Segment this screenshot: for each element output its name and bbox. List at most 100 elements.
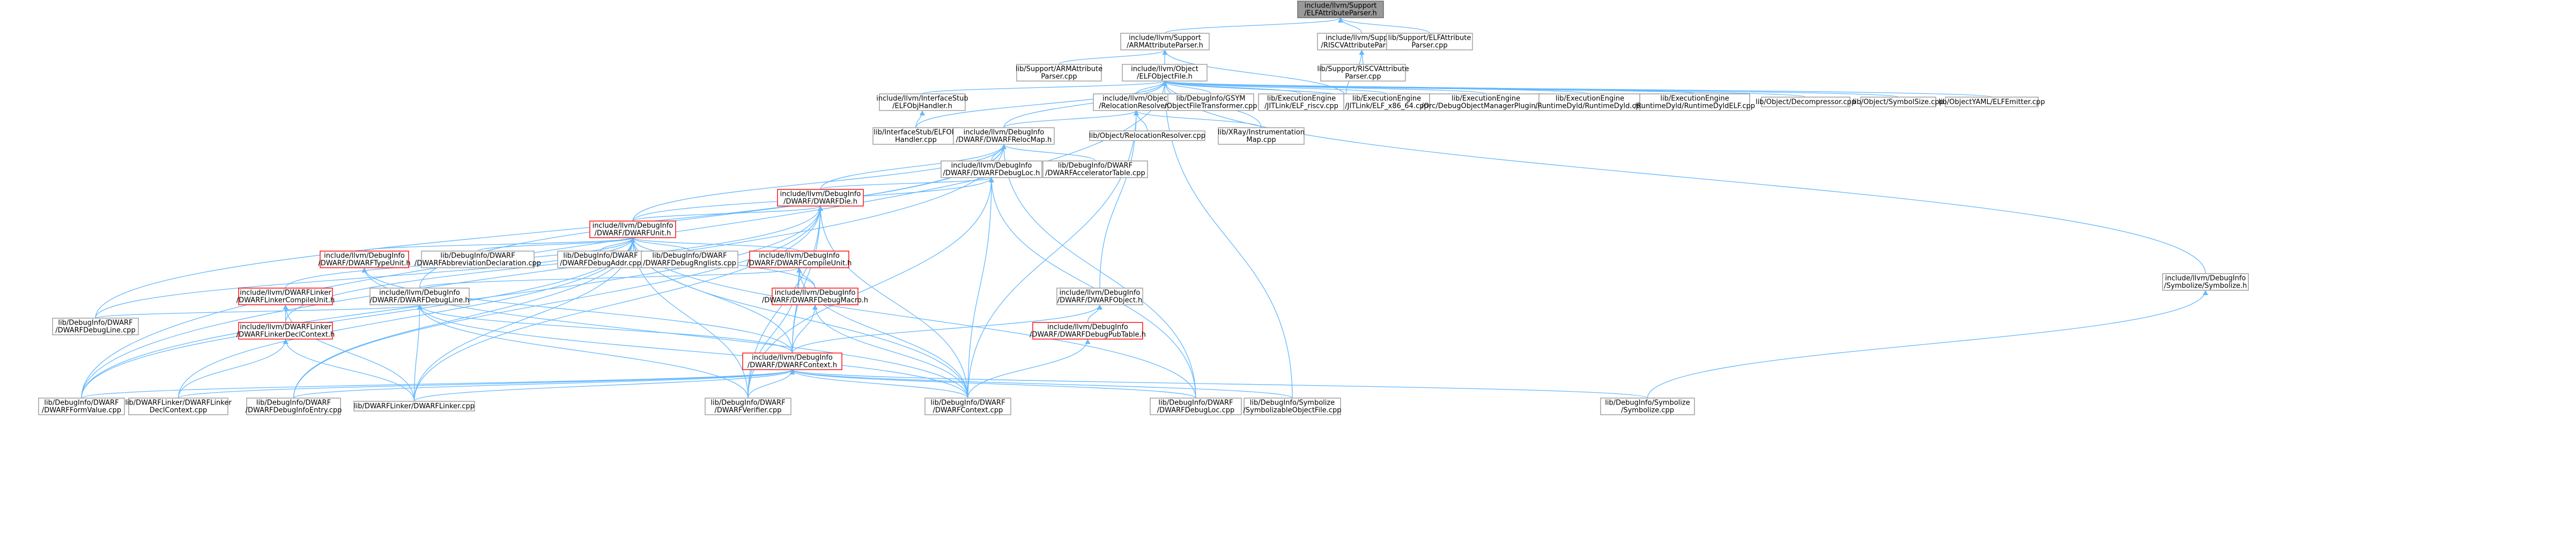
- node-label-line: lib/DebugInfo/DWARF: [256, 399, 331, 407]
- node-box: [557, 251, 644, 268]
- graph-node-root[interactable]: include/llvm/Support/ELFAttributeParser.…: [1297, 1, 1384, 18]
- graph-node-dinfoentry[interactable]: lib/DebugInfo/DWARF/DWARFDebugInfoEntry.…: [246, 398, 342, 415]
- graph-node-typeunit[interactable]: include/llvm/DebugInfo/DWARF/DWARFTypeUn…: [318, 251, 411, 268]
- graph-node-accel[interactable]: lib/DebugInfo/DWARF/DWARFAcceleratorTabl…: [1042, 160, 1148, 178]
- graph-node-symbolize_h[interactable]: include/llvm/DebugInfo/Symbolize/Symboli…: [2162, 273, 2249, 291]
- graph-node-dwobj[interactable]: include/llvm/DebugInfo/DWARF/DWARFObject…: [1056, 288, 1143, 305]
- graph-node-yaml[interactable]: lib/ObjectYAML/ELFEmitter.cpp: [1938, 97, 2045, 107]
- node-label-line: include/llvm/DWARFLinker: [240, 289, 331, 297]
- graph-node-aap[interactable]: include/llvm/Support/ARMAttributeParser.…: [1120, 33, 1210, 50]
- node-label-line: include/llvm/DebugInfo: [1060, 289, 1141, 297]
- node-label-line: lib/DebugInfo/DWARF: [710, 399, 785, 407]
- node-label-line: lib/DebugInfo/GSYM: [1176, 95, 1245, 103]
- node-box: [1761, 97, 1850, 107]
- graph-node-relres[interactable]: include/llvm/Object/RelocationResolver.h: [1093, 93, 1180, 111]
- edge-dwobj-ctx: [791, 304, 1100, 354]
- arrowhead-die-ldc: [818, 206, 823, 211]
- node-label-line: Parser.cpp: [1041, 73, 1077, 81]
- graph-node-debugloc_cpp[interactable]: lib/DebugInfo/DWARF/DWARFDebugLoc.cpp: [1150, 398, 1242, 415]
- graph-node-verifier[interactable]: lib/DebugInfo/DWARF/DWARFVerifier.cpp: [705, 398, 791, 415]
- edge-elfof-relocmap: [1003, 80, 1165, 128]
- graph-node-ldc_cpp[interactable]: lib/DWARFLinker/DWARFLinkerDeclContext.c…: [125, 398, 232, 415]
- edge-root-aap: [1164, 17, 1341, 34]
- graph-node-lcu[interactable]: include/llvm/DWARFLinker/DWARFLinkerComp…: [236, 288, 335, 305]
- edge-relocmap-unit: [632, 144, 1004, 222]
- arrowhead-ctx-symbolize_cpp: [789, 370, 795, 374]
- graph-node-macro[interactable]: include/llvm/DebugInfo/DWARF/DWARFDebugM…: [762, 288, 868, 305]
- graph-node-relocmap[interactable]: include/llvm/DebugInfo/DWARF/DWARFRelocM…: [953, 127, 1055, 145]
- node-label-line: lib/ExecutionEngine: [1352, 95, 1421, 103]
- node-label-line: /DWARF/DWARFRelocMap.h: [956, 136, 1052, 144]
- node-label-line: /ARMAttributeParser.h: [1127, 42, 1203, 50]
- arrowhead-ldc-linker_cpp: [283, 339, 288, 344]
- edge-dwobj-pubtable: [1087, 304, 1100, 323]
- graph-node-debugloc_h[interactable]: include/llvm/DebugInfo/DWARF/DWARFDebugL…: [941, 160, 1042, 178]
- graph-node-jit_x86[interactable]: lib/ExecutionEngine/JITLink/ELF_x86_64.c…: [1343, 93, 1430, 111]
- graph-node-pubtable[interactable]: include/llvm/DebugInfo/DWARF/DWARFDebugP…: [1030, 322, 1146, 340]
- graph-node-ldc[interactable]: include/llvm/DWARFLinker/DWARFLinkerDecl…: [236, 322, 335, 340]
- node-label-line: include/llvm/DebugInfo: [964, 129, 1045, 137]
- edge-ctx-ctx_cpp: [791, 369, 968, 399]
- node-box: [238, 288, 333, 305]
- graph-node-jit_riscv[interactable]: lib/ExecutionEngine/JITLink/ELF_riscv.cp…: [1258, 93, 1345, 111]
- graph-node-ifs[interactable]: include/llvm/InterfaceStub/ELFObjHandler…: [876, 93, 968, 111]
- edge-elfof-symbolize_h: [1164, 80, 2206, 274]
- graph-node-orc[interactable]: lib/ExecutionEngine/Orc/DebugObjectManag…: [1422, 93, 1551, 111]
- edge-unit-abbrev: [477, 237, 633, 252]
- edge-die-linker_cpp: [413, 205, 821, 402]
- edge-elfof-jit_x86: [1164, 80, 1387, 94]
- graph-node-debugline_cpp[interactable]: lib/DebugInfo/DWARF/DWARFDebugLine.cpp: [52, 318, 139, 335]
- node-box: [52, 318, 139, 335]
- graph-node-addr[interactable]: lib/DebugInfo/DWARF/DWARFDebugAddr.cpp: [557, 251, 644, 268]
- node-box: [1120, 33, 1210, 50]
- edge-elfof-ifs: [922, 80, 1165, 94]
- node-label-line: lib/DebugInfo/DWARF: [1058, 162, 1132, 170]
- node-label-line: lib/Support/RISCVAttribute: [1317, 65, 1409, 74]
- node-box: [1150, 398, 1242, 415]
- node-label-line: /DWARFVerifier.cpp: [715, 407, 782, 415]
- node-label-line: lib/ExecutionEngine: [1660, 95, 1729, 103]
- node-label-line: /DWARFAbbreviationDeclaration.cpp: [414, 260, 541, 268]
- graph-node-abbrev[interactable]: lib/DebugInfo/DWARF/DWARFAbbreviationDec…: [414, 251, 541, 268]
- node-box: [772, 288, 858, 305]
- graph-node-ctx_cpp[interactable]: lib/DebugInfo/DWARF/DWARFContext.cpp: [924, 398, 1011, 415]
- graph-node-unit[interactable]: include/llvm/DebugInfo/DWARF/DWARFUnit.h: [589, 221, 676, 238]
- edge-relres-ctx_cpp: [967, 110, 1137, 399]
- graph-node-decomp[interactable]: lib/Object/Decompressor.cpp: [1756, 97, 1856, 107]
- graph-node-ifs_cpp[interactable]: lib/InterfaceStub/ELFObjHandler.cpp: [872, 127, 959, 145]
- graph-node-cu[interactable]: include/llvm/DebugInfo/DWARF/DWARFCompil…: [747, 251, 852, 268]
- graph-node-elfap_cpp[interactable]: lib/Support/ELFAttributeParser.cpp: [1386, 33, 1473, 50]
- graph-node-ctx[interactable]: include/llvm/DebugInfo/DWARF/DWARFContex…: [742, 352, 842, 370]
- edge-aap-aap_cpp: [1058, 49, 1166, 65]
- node-label-line: /ELFObjHandler.h: [892, 102, 952, 111]
- graph-node-symsize[interactable]: lib/Object/SymbolSize.cpp: [1853, 97, 1944, 107]
- node-label-line: /DWARFLinkerCompileUnit.h: [236, 297, 335, 305]
- node-label-line: lib/Support/ARMAttribute: [1016, 65, 1102, 74]
- edge-unit-formvalue: [81, 237, 633, 399]
- node-label-line: lib/Object/Decompressor.cpp: [1756, 98, 1856, 106]
- graph-node-relres_cpp[interactable]: lib/Object/RelocationResolver.cpp: [1089, 130, 1205, 141]
- graph-node-die[interactable]: include/llvm/DebugInfo/DWARF/DWARFDie.h: [777, 189, 864, 207]
- graph-node-symbolize_cpp[interactable]: lib/DebugInfo/Symbolize/Symbolize.cpp: [1600, 398, 1695, 415]
- edge-typeunit-ctx: [364, 267, 793, 354]
- graph-node-gsym[interactable]: lib/DebugInfo/GSYM/ObjectFileTransformer…: [1164, 93, 1257, 111]
- graph-node-formvalue[interactable]: lib/DebugInfo/DWARF/DWARFFormValue.cpp: [38, 398, 125, 415]
- node-label-line: Handler.cpp: [895, 136, 937, 144]
- graph-node-rtdyld[interactable]: lib/ExecutionEngine/RuntimeDyld/RuntimeD…: [1535, 93, 1645, 111]
- node-box: [1945, 97, 2039, 107]
- edge-unit-ldc_cpp: [177, 237, 633, 399]
- graph-node-linker_cpp[interactable]: lib/DWARFLinker/DWARFLinker.cpp: [353, 401, 475, 412]
- arrowhead-unit-macro: [630, 238, 635, 243]
- node-label-line: include/llvm/Object: [1131, 65, 1198, 74]
- node-label-line: lib/DWARFLinker/DWARFLinker: [125, 399, 232, 407]
- graph-node-elfof[interactable]: include/llvm/Object/ELFObjectFile.h: [1122, 64, 1208, 82]
- node-label-line: /JITLink/ELF_x86_64.cpp: [1345, 102, 1428, 111]
- edge-ctx-formvalue: [81, 369, 793, 399]
- graph-node-rnglists[interactable]: lib/DebugInfo/DWARF/DWARFDebugRnglists.c…: [641, 251, 738, 268]
- graph-node-risc_cpp[interactable]: lib/Support/RISCVAttributeParser.cpp: [1317, 64, 1409, 82]
- graph-node-aap_cpp[interactable]: lib/Support/ARMAttributeParser.cpp: [1016, 64, 1102, 82]
- graph-node-symobj[interactable]: lib/DebugInfo/Symbolize/SymbolizableObje…: [1243, 398, 1342, 415]
- graph-node-rtdyldelf[interactable]: lib/ExecutionEngine/RuntimeDyld/RuntimeD…: [1634, 93, 1755, 111]
- graph-node-debugline_h[interactable]: include/llvm/DebugInfo/DWARF/DWARFDebugL…: [369, 288, 470, 305]
